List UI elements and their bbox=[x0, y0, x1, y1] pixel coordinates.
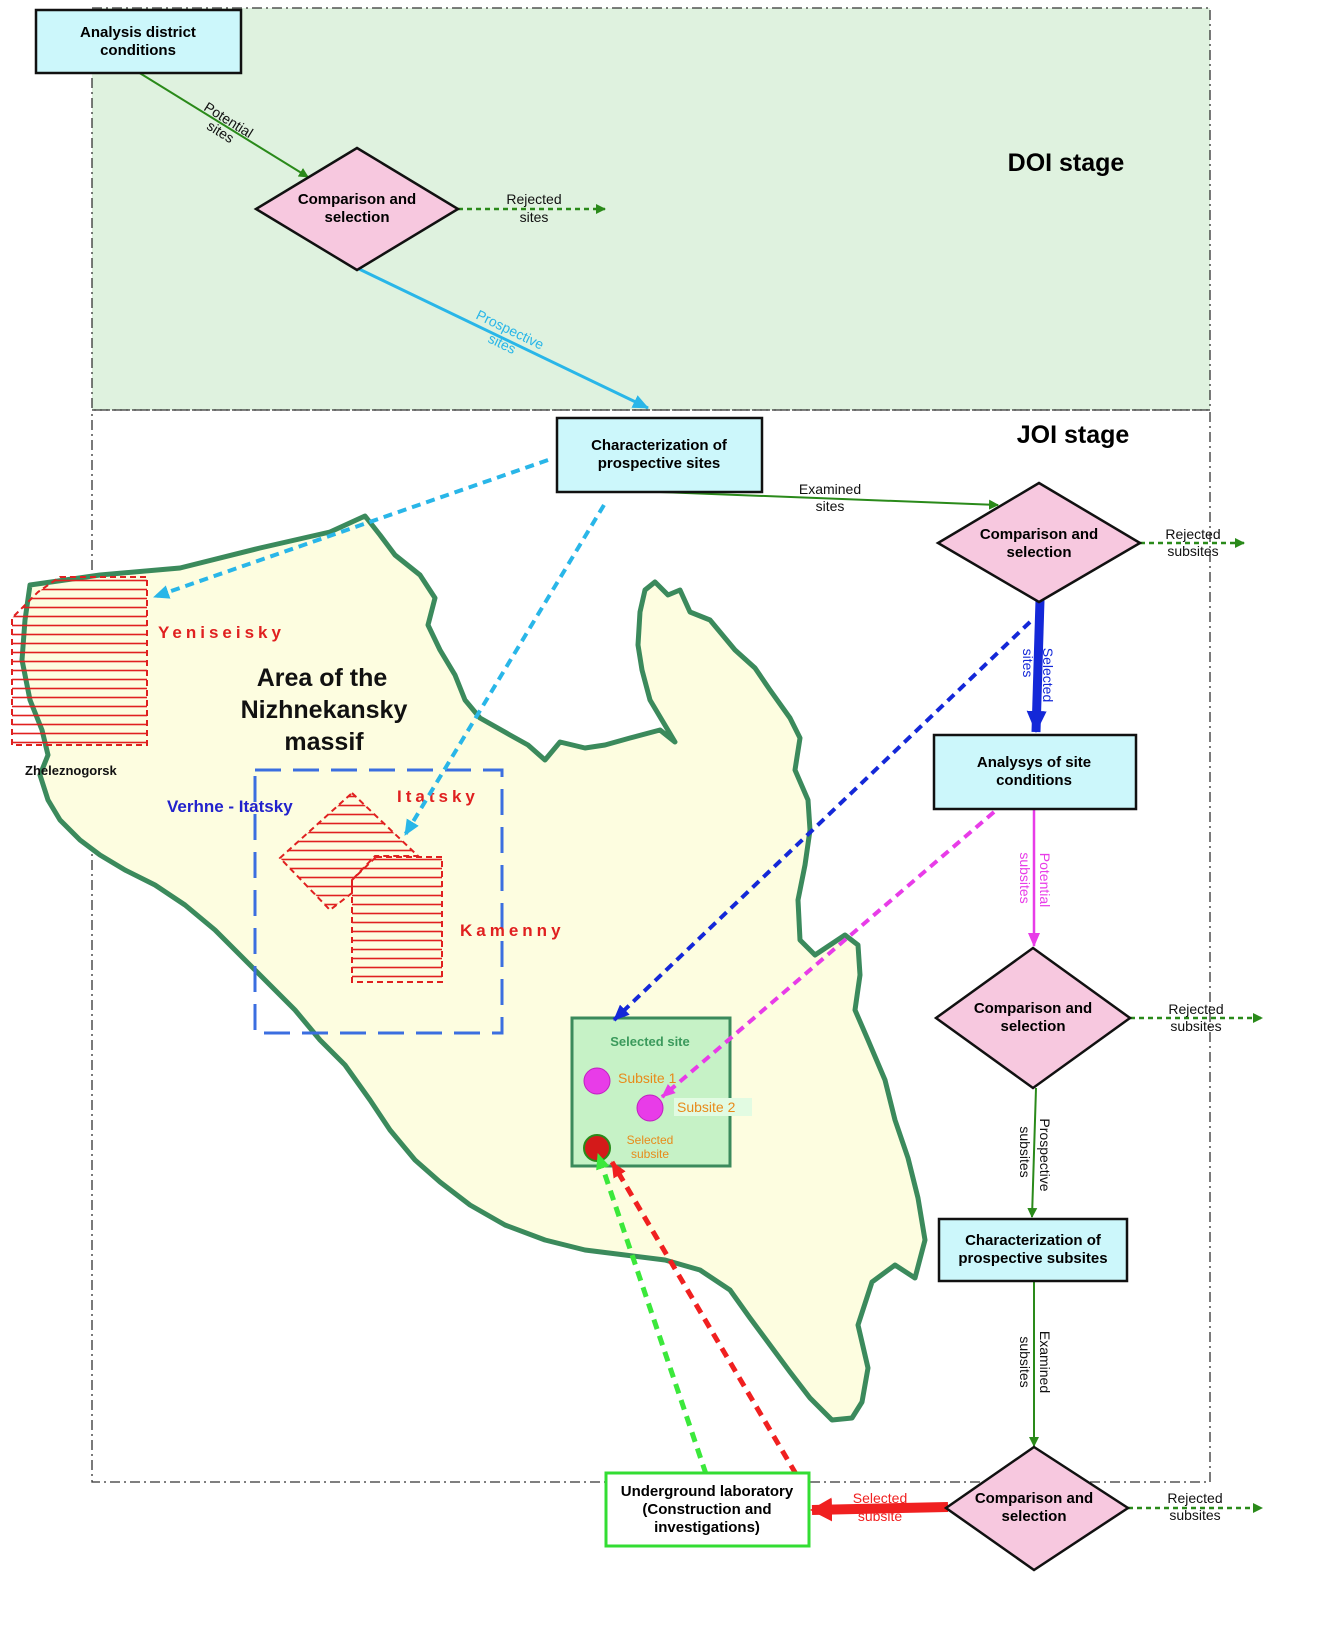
subsite1-marker bbox=[583, 1067, 611, 1095]
label-rejected-sites-2: sites bbox=[520, 209, 549, 225]
label-rejected-subsites-2b: subsites bbox=[1170, 1018, 1221, 1034]
box-char-sites-line2: prospective sites bbox=[598, 455, 721, 472]
dashed-cyan-to-yeniseisky bbox=[153, 458, 549, 599]
selected-subsite-marker bbox=[583, 1134, 611, 1162]
arrow-prospective-sites bbox=[356, 266, 649, 410]
label-selected-subsite-1: Selected bbox=[853, 1490, 907, 1506]
label-prospective-subsites-2: subsites bbox=[1017, 1126, 1033, 1177]
box-underground-lab-line2: (Construction and bbox=[642, 1501, 771, 1518]
box-analysis-site bbox=[932, 733, 1138, 811]
box-analysis-site-line1: Analysys of site bbox=[977, 754, 1091, 771]
subsite1-label: Subsite 1 bbox=[618, 1070, 677, 1086]
arrow-selected-subsite bbox=[810, 1497, 949, 1522]
kamenny-area bbox=[351, 856, 443, 983]
diamond-comparison-1-line2: selection bbox=[324, 209, 389, 226]
diamond-comparison-2 bbox=[935, 481, 1143, 604]
selected-site-label: Selected site bbox=[610, 1034, 690, 1049]
map-landmass bbox=[19, 513, 928, 1423]
label-selected-subsite-2: subsite bbox=[858, 1508, 903, 1524]
subsite2-label-bg bbox=[674, 1098, 752, 1116]
label-rejected-subsites-1a: Rejected bbox=[1165, 526, 1220, 542]
diamond-comparison-4 bbox=[943, 1445, 1131, 1572]
box-analysis-site-line2: conditions bbox=[996, 772, 1072, 789]
diamond-comparison-4-line2: selection bbox=[1001, 1508, 1066, 1525]
box-underground-lab-line1: Underground laboratory bbox=[621, 1483, 794, 1500]
box-analysis-district-line2: conditions bbox=[100, 42, 176, 59]
verhne-itatsky-area bbox=[253, 768, 504, 1035]
label-examined-sites-2: sites bbox=[816, 498, 845, 514]
label-selected-sites-2: sites bbox=[1020, 649, 1036, 678]
subsite2-marker bbox=[636, 1094, 664, 1122]
arrow-selected-sites bbox=[1026, 599, 1047, 733]
diamond-comparison-1-line1: Comparison and bbox=[298, 191, 416, 208]
label-examined-sites-1: Examined bbox=[799, 481, 861, 497]
selected-subsite-label-2: subsite bbox=[631, 1147, 669, 1161]
area-title-line2: Nizhnekansky bbox=[241, 696, 408, 724]
diamond-comparison-3 bbox=[933, 946, 1133, 1090]
box-char-subsites-line2: prospective subsites bbox=[958, 1250, 1107, 1267]
yeniseisky-area bbox=[11, 576, 148, 746]
dashed-lime-lab-to-subsite bbox=[595, 1153, 709, 1475]
area-title-line3: massif bbox=[284, 728, 364, 756]
label-prospective-subsites-1: Prospective bbox=[1037, 1118, 1053, 1191]
dashed-magenta-to-subsites bbox=[660, 810, 996, 1099]
selected-subsite-label-1: Selected bbox=[627, 1133, 674, 1147]
yeniseisky-label: Yeniseisky bbox=[158, 623, 285, 642]
label-rejected-subsites-1b: subsites bbox=[1167, 543, 1218, 559]
dashed-cyan-to-itatsky bbox=[403, 503, 606, 837]
box-char-subsites-line1: Characterization of bbox=[965, 1232, 1102, 1249]
diamond-comparison-3-line2: selection bbox=[1000, 1018, 1065, 1035]
diamond-comparison-4-line1: Comparison and bbox=[975, 1490, 1093, 1507]
joi-stage-title: JOI stage bbox=[1017, 421, 1130, 449]
label-examined-subsites-1: Examined bbox=[1037, 1331, 1053, 1393]
box-char-sites-line1: Characterization of bbox=[591, 437, 728, 454]
kamenny-label: Kamenny bbox=[460, 921, 565, 940]
label-selected-sites-1: Selected bbox=[1040, 648, 1056, 702]
label-rejected-subsites-2a: Rejected bbox=[1168, 1001, 1223, 1017]
itatsky-label: Itatsky bbox=[397, 787, 479, 806]
label-examined-subsites-2: subsites bbox=[1017, 1336, 1033, 1387]
label-potential-subsites-1: Potential bbox=[1037, 853, 1053, 907]
label-rejected-subsites-3a: Rejected bbox=[1167, 1490, 1222, 1506]
box-underground-lab bbox=[604, 1471, 811, 1548]
label-rejected-subsites-3b: subsites bbox=[1169, 1507, 1220, 1523]
box-char-sites bbox=[555, 416, 764, 494]
dashed-blue-to-selected-site bbox=[612, 620, 1032, 1022]
diamond-comparison-3-line1: Comparison and bbox=[974, 1000, 1092, 1017]
box-analysis-district-line1: Analysis district bbox=[80, 24, 196, 41]
dashed-red-lab-to-subsite bbox=[609, 1160, 799, 1476]
box-underground-lab-line3: investigations) bbox=[654, 1519, 760, 1536]
verhne-itatsky-label: Verhne - Itatsky bbox=[167, 797, 293, 816]
label-potential-subsites-2: subsites bbox=[1017, 852, 1033, 903]
box-analysis-district bbox=[34, 8, 243, 75]
diamond-comparison-1 bbox=[253, 146, 461, 272]
doi-stage-title: DOI stage bbox=[1008, 149, 1125, 177]
arrow-examined-sites bbox=[659, 491, 999, 510]
box-char-subsites bbox=[937, 1217, 1129, 1283]
subsite2-label: Subsite 2 bbox=[677, 1099, 736, 1115]
diamond-comparison-2-line1: Comparison and bbox=[980, 526, 1098, 543]
arrow-potential-sites bbox=[137, 71, 309, 178]
arrow-prospective-subsites bbox=[1027, 1087, 1038, 1218]
zheleznogorsk-label: Zheleznogorsk bbox=[25, 763, 118, 778]
diamond-comparison-2-line2: selection bbox=[1006, 544, 1071, 561]
label-rejected-sites-1: Rejected bbox=[506, 191, 561, 207]
area-title-line1: Area of the bbox=[257, 664, 388, 692]
